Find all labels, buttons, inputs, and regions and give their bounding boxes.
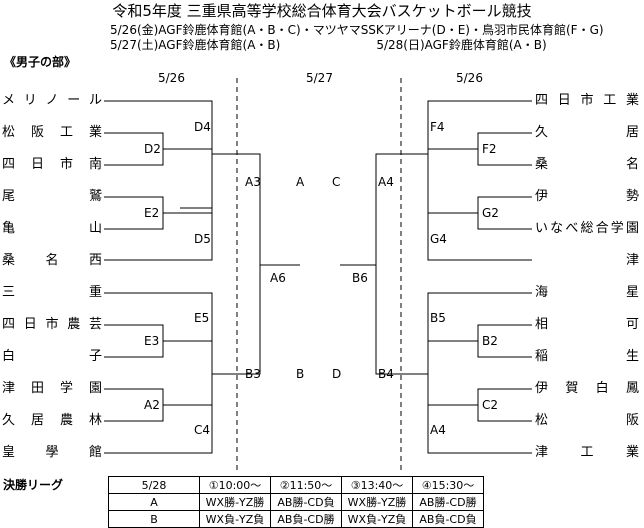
- right-semi: [375, 153, 428, 375]
- game-code-b2: B2: [482, 334, 498, 348]
- right-team: 稲生: [535, 349, 639, 364]
- date-right: 5/26: [456, 71, 483, 85]
- venue-line-2: 5/27(土)AGF鈴鹿体育館(A・B) 5/28(日)AGF鈴鹿体育館(A・B…: [110, 38, 547, 52]
- left-team: 桑名西: [2, 253, 102, 268]
- left-team: 尾鷲: [2, 189, 102, 204]
- game-code-e2: E2: [144, 206, 160, 220]
- left-team: 亀山: [2, 221, 102, 236]
- right-team: 四日市工業: [535, 93, 639, 108]
- game-code-b5: B5: [430, 311, 446, 325]
- header-cell: 5/28: [108, 476, 200, 494]
- slot-b: B: [296, 367, 305, 381]
- left-team: 白子: [2, 349, 102, 364]
- game-code-a4: A4: [430, 423, 446, 437]
- left-semi: [212, 153, 261, 375]
- game-code-e3: E3: [144, 334, 160, 348]
- finals-table: 5/28 ①10:00～ ②11:50～ ③13:40～ ④15:30～ A W…: [108, 476, 484, 528]
- game-code-a3: A3: [245, 175, 261, 189]
- left-team: 久居農林: [2, 413, 102, 428]
- table-cell: AB負-CD負: [412, 510, 484, 528]
- header-cell: ①10:00～: [199, 476, 271, 494]
- left-team: 三重: [2, 285, 102, 300]
- game-code-e5: E5: [194, 311, 210, 325]
- game-code-f4: F4: [430, 120, 445, 134]
- right-team: 津工業: [535, 445, 639, 460]
- table-cell: WX負-YZ負: [341, 510, 413, 528]
- left-team: 皇學館: [2, 445, 102, 460]
- table-cell: WX負-YZ負: [199, 510, 271, 528]
- left-team: 四日市南: [2, 157, 102, 172]
- game-code-g2: G2: [482, 206, 499, 220]
- game-code-c4: C4: [194, 423, 211, 437]
- right-team: 相可: [535, 317, 639, 332]
- game-code-a6: A6: [270, 271, 286, 285]
- table-row: B WX負-YZ負 AB負-CD勝 WX負-YZ負 AB負-CD負: [108, 510, 484, 528]
- game-code-b3: B3: [245, 367, 261, 381]
- page-title: 令和5年度 三重県高等学校総合体育大会バスケットボール競技: [112, 2, 532, 20]
- table-cell: AB勝-CD負: [270, 493, 342, 511]
- venue-line-1: 5/26(金)AGF鈴鹿体育館(A・B・C)・マツヤマSSKアリーナ(D・E)・…: [110, 23, 604, 37]
- game-code-d2: D2: [144, 142, 161, 156]
- finals-label: 決勝リーグ: [3, 478, 64, 492]
- game-code-a4-center: A4: [378, 175, 394, 189]
- game-code-b6: B6: [352, 271, 368, 285]
- slot-c: C: [332, 175, 341, 189]
- right-line-1: [427, 100, 532, 208]
- header-cell: ④15:30～: [412, 476, 484, 494]
- right-team: 松阪: [535, 413, 639, 428]
- game-code-g4: G4: [430, 232, 447, 246]
- right-team: 久居: [535, 125, 639, 140]
- slot-d: D: [332, 367, 342, 381]
- right-team: 伊勢: [535, 189, 639, 204]
- game-code-d4: D4: [194, 120, 211, 134]
- header-cell: ③13:40～: [341, 476, 413, 494]
- date-left: 5/26: [158, 71, 185, 85]
- slot-a: A: [296, 175, 305, 189]
- game-code-a2: A2: [144, 398, 160, 412]
- table-cell: AB勝-CD勝: [412, 493, 484, 511]
- header-cell: ②11:50～: [270, 476, 342, 494]
- table-cell: A: [108, 493, 200, 511]
- game-code-d5: D5: [194, 232, 211, 246]
- date-center: 5/27: [306, 71, 333, 85]
- game-code-c2: C2: [482, 398, 499, 412]
- right-team: 桑名: [535, 157, 639, 172]
- left-team: 津田学園: [2, 381, 102, 396]
- table-header-row: 5/28 ①10:00～ ②11:50～ ③13:40～ ④15:30～: [108, 476, 484, 494]
- game-code-f2: F2: [482, 142, 497, 156]
- table-cell: WX勝-YZ勝: [341, 493, 413, 511]
- table-cell: B: [108, 510, 200, 528]
- right-team: 伊賀白鳳: [535, 381, 639, 396]
- table-row: A WX勝-YZ勝 AB勝-CD負 WX勝-YZ勝 AB勝-CD勝: [108, 493, 484, 511]
- section-heading: 《男子の部》: [4, 55, 77, 69]
- left-team: メリノール: [2, 93, 102, 108]
- right-team: 海星: [535, 285, 639, 300]
- right-team: いなべ総合学園: [535, 221, 639, 236]
- table-cell: WX勝-YZ勝: [199, 493, 271, 511]
- game-code-b4: B4: [378, 367, 394, 381]
- table-cell: AB負-CD勝: [270, 510, 342, 528]
- left-team: 松阪工業: [2, 125, 102, 140]
- right-team: 津: [625, 253, 639, 268]
- left-team: 四日市農芸: [2, 317, 102, 332]
